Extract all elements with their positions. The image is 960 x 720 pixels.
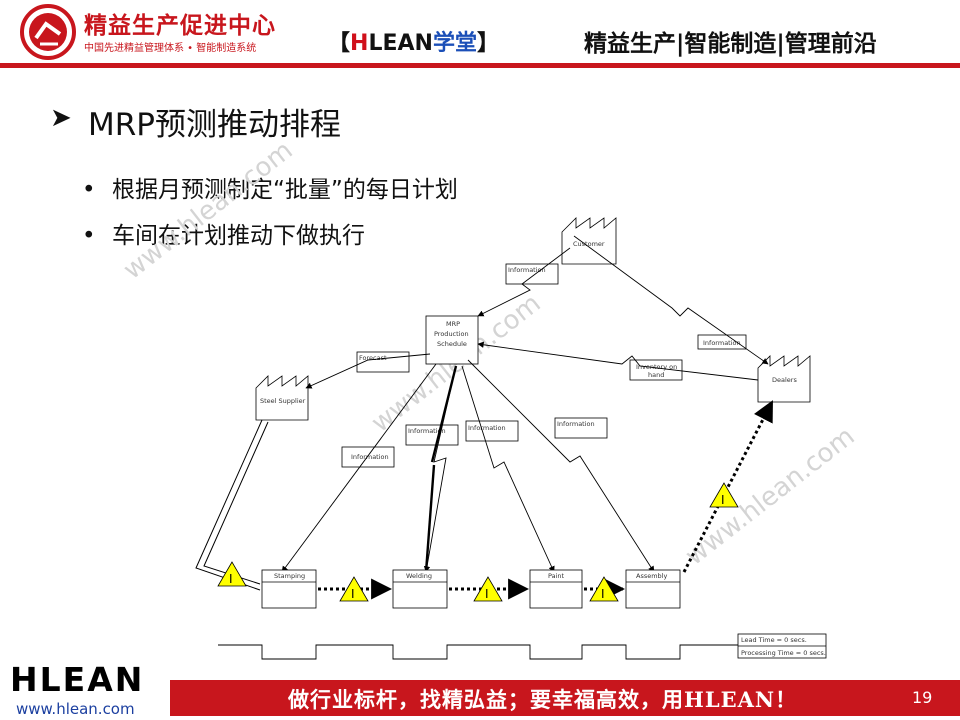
header-divider [0,63,960,68]
info-box [341,446,395,468]
academy-left-bracket: 【 [328,31,351,56]
info-box [405,424,459,446]
info-label: Information [351,453,389,461]
slide-title: MRP预测推动排程 [88,107,341,143]
academy-h: H [350,31,369,56]
steel-supplier-factory-icon [255,375,309,421]
info-label: Information [557,420,595,428]
academy-title: 【HLEAN学堂】 [328,25,499,57]
inventory-mark: I [601,587,605,601]
process-label: Stamping [274,572,305,580]
brand-logo-icon [20,4,76,60]
info-box [554,417,608,439]
bullet-dot-icon: • [82,177,96,203]
mrp-line: Schedule [437,340,467,348]
inventory-on-hand-box [629,359,683,381]
forecast-label: Forecast [359,354,387,362]
brand-title: 精益生产促进中心 [84,13,276,39]
page-number: 19 [912,688,933,707]
inventory-line: Inventory on [636,363,677,371]
brand-subtitle: 中国先进精益管理体系 • 智能制造系统 [84,43,257,54]
inventory-mark: I [351,587,355,601]
header-tagline: 精益生产|智能制造|管理前沿 [584,31,877,57]
info-box [465,420,519,442]
inventory-mark: I [485,587,489,601]
steel-supplier-label: Steel Supplier [260,397,306,405]
timeline-ladder [218,644,738,660]
footer-url[interactable]: www.hlean.com [16,700,135,718]
information-flows [281,235,769,573]
inventory-triangle-icon: I [339,576,369,602]
academy-right-bracket: 】 [476,31,499,56]
process-paint: Paint [529,569,583,609]
bullet-text: 车间在计划推动下做执行 [112,223,365,249]
dealers-label: Dealers [772,376,797,384]
mrp-box [425,315,479,365]
inventory-mark: I [229,572,233,586]
process-label: Assembly [636,572,667,580]
inventory-triangle-icon: I [589,576,619,602]
info-label: Information [508,266,546,274]
dealers-factory-icon [757,355,811,403]
footer-bar [170,680,960,716]
footer-slogan: 做行业标杆，找精弘益；要幸福高效，用HLEAN！ [288,687,798,712]
title-arrow-icon: ➤ [50,103,72,133]
info-box [505,263,559,285]
inventory-line: hand [648,371,664,379]
inventory-triangle-icon: I [709,482,739,508]
header: 精益生产促进中心 中国先进精益管理体系 • 智能制造系统 【HLEAN学堂】 精… [0,0,960,68]
process-label: Welding [406,572,432,580]
info-label: Information [408,427,446,435]
customer-label: Customer [573,240,605,248]
inventory-triangle-icon: I [473,576,503,602]
mrp-line: MRP [446,320,460,328]
hlean-logo: HLEAN [10,660,145,699]
academy-lean: LEAN [368,31,433,56]
bullet-text: 根据月预测制定“批量”的每日计划 [112,177,458,203]
info-label: Information [703,339,741,347]
bullet-dot-icon: • [82,223,96,249]
mrp-line: Production [434,330,469,338]
push-arrows [424,365,458,573]
push-material-flow [318,400,774,600]
process-assembly: Assembly [625,569,681,609]
customer-factory-icon [561,217,617,265]
process-label: Paint [548,572,565,580]
info-box [697,334,747,350]
academy-school: 学堂 [432,31,477,56]
bullet-item: • 车间在计划推动下做执行 [82,216,365,250]
process-welding: Welding [392,569,448,609]
processing-time-label: Processing Time = 0 secs. [741,649,826,657]
bullet-item: • 根据月预测制定“批量”的每日计划 [82,170,458,204]
inventory-triangle-icon: I [217,561,247,587]
info-label: Information [468,424,506,432]
inventory-mark: I [721,493,725,507]
process-stamping: Stamping [261,569,317,609]
lead-time-label: Lead Time = 0 secs. [741,636,807,644]
